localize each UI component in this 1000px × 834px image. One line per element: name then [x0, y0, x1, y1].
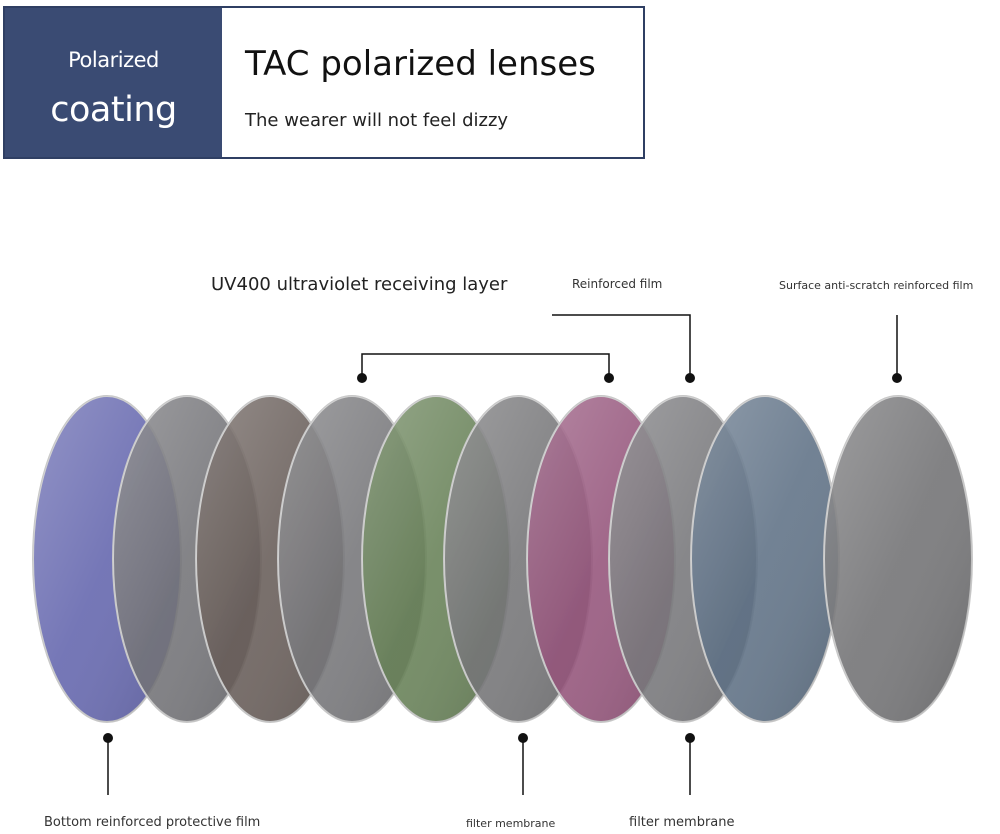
uv400-dot-left: [357, 373, 367, 383]
reinforced-film-dot: [685, 373, 695, 383]
filter-membrane-2-dot: [685, 733, 695, 743]
surface-film-label: Surface anti-scratch reinforced film: [779, 279, 974, 292]
filter-membrane-1-label: filter membrane: [466, 817, 556, 830]
filter-membrane-1-dot: [518, 733, 528, 743]
badge-bottom-text: coating: [50, 90, 177, 130]
lens-shine-9: [691, 396, 839, 722]
lens-shine-10: [824, 396, 972, 722]
reinforced-film-label: Reinforced film: [572, 277, 663, 291]
uv400-dot-right: [604, 373, 614, 383]
page-subtitle: The wearer will not feel dizzy: [245, 110, 509, 131]
bottom-film-dot: [103, 733, 113, 743]
bottom-film-label: Bottom reinforced protective film: [44, 815, 261, 830]
filter-membrane-2-label: filter membrane: [629, 815, 735, 830]
badge-top-text: Polarized: [68, 48, 159, 72]
polarized-badge: Polarized coating: [5, 8, 222, 157]
uv400-label: UV400 ultraviolet receiving layer: [211, 274, 508, 295]
page-title: TAC polarized lenses: [245, 44, 596, 84]
surface-film-dot: [892, 373, 902, 383]
uv400-bracket-line: [361, 353, 610, 378]
reinforced-film-line: [552, 314, 691, 378]
header-banner: Polarized coating TAC polarized lenses T…: [3, 6, 645, 159]
